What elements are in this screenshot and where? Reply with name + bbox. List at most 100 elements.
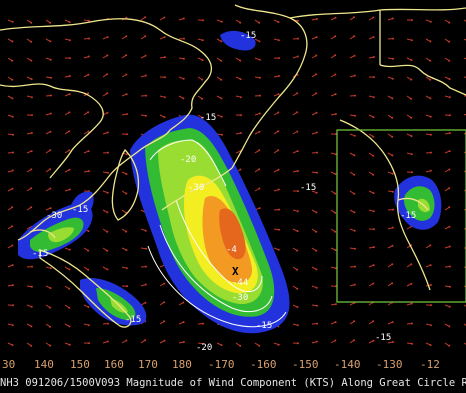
wind-arrow-head (30, 40, 33, 43)
wind-arrow-head (372, 56, 375, 58)
wind-jet-west (18, 191, 147, 326)
wind-arrow-head (220, 20, 223, 23)
wind-arrow-head (163, 56, 166, 59)
contour-label-16: -15 (200, 113, 216, 123)
wind-arrow-head (373, 76, 375, 79)
wind-arrow-head (315, 340, 318, 343)
wind-arrow-head (31, 114, 33, 117)
wind-arrow-head (107, 151, 109, 154)
wind-arrow-head (410, 135, 413, 138)
wind-arrow-head (353, 154, 356, 157)
wind-arrow-head (296, 324, 299, 327)
wind-arrow-head (144, 114, 147, 117)
wind-arrow-head (220, 40, 223, 43)
wind-arrow-head (391, 17, 394, 20)
wind-arrow-head (410, 39, 413, 42)
wind-arrow-head (30, 285, 33, 288)
wind-arrow-head (410, 59, 413, 62)
wind-arrow-head (373, 228, 375, 231)
wind-arrow-head (296, 249, 299, 252)
wind-arrow-head (448, 40, 451, 43)
wind-arrow-head (334, 192, 337, 195)
wind-arrow-head (372, 154, 375, 157)
wind-arrow-head (372, 96, 375, 99)
wind-arrow-head (315, 191, 318, 194)
wind-arrow-head (88, 342, 90, 345)
wind-arrow-head (11, 225, 14, 228)
wind-arrow-head (297, 19, 299, 22)
wind-arrow (463, 76, 466, 78)
wind-arrow-head (12, 151, 14, 154)
wind-arrow-head (278, 228, 280, 231)
wind-arrow-head (106, 191, 109, 194)
wind-arrow-head (183, 37, 185, 40)
wind-arrow-head (410, 78, 413, 81)
wind-arrow-head (239, 132, 242, 134)
wind-arrow-head (429, 115, 432, 118)
wind-arrow-head (202, 322, 204, 325)
wind-arrow-head (125, 339, 128, 342)
wind-arrow-head (106, 54, 109, 57)
wind-arrow-head (201, 78, 204, 81)
wind-arrow-head (277, 248, 280, 251)
contour-label-6: -15 (125, 315, 141, 325)
wind-arrow-head (296, 170, 299, 172)
longitude-label: 170 (138, 358, 158, 371)
wind-arrow-head (316, 322, 318, 325)
wind-arrow-head (430, 304, 432, 307)
wind-arrow-head (411, 19, 413, 22)
wind-arrow-head (353, 173, 356, 176)
wind-arrow-head (87, 170, 90, 173)
wind-arrow-head (296, 111, 299, 114)
wind-arrow-head (448, 305, 451, 308)
wind-arrow-head (449, 114, 451, 117)
wind-arrow-head (448, 344, 451, 347)
wind-arrow-head (353, 247, 356, 250)
wind-arrow-head (12, 304, 14, 307)
wind-arrow-head (239, 59, 242, 62)
wind-arrow-head (125, 16, 128, 19)
wind-arrow-head (220, 78, 223, 81)
wind-arrow-head (391, 282, 394, 285)
wind-arrow-head (392, 208, 394, 211)
wind-arrow-head (315, 230, 318, 233)
wind-arrow-head (354, 114, 356, 117)
wind-arrow-head (277, 168, 280, 171)
wind-arrow-head (12, 133, 14, 136)
wind-arrow-head (164, 76, 166, 79)
wind-arrow-head (87, 92, 90, 95)
wind-arrow-head (30, 78, 33, 81)
wind-arrow-head (239, 21, 242, 24)
wind-arrow-head (315, 73, 318, 76)
wind-arrow-head (448, 21, 451, 24)
wind-arrow-head (429, 284, 432, 286)
wind-arrow-head (125, 35, 128, 38)
wind-arrow-head (221, 133, 223, 136)
wind-arrow-head (353, 134, 356, 137)
wind-arrow-head (316, 151, 318, 154)
wind-arrow-head (410, 282, 413, 285)
wind-arrow-head (106, 249, 109, 252)
wind-arrow-head (125, 267, 128, 270)
wind-arrow-head (145, 265, 147, 268)
wind-arrow-head (258, 207, 261, 210)
wind-arrow-head (239, 78, 242, 81)
wind-arrow-head (220, 344, 223, 347)
wind-arrow-head (163, 116, 166, 119)
wind-arrow-head (239, 344, 242, 347)
wind-arrow-head (202, 342, 204, 345)
wind-arrow-head (106, 171, 109, 174)
wind-arrow-head (30, 168, 33, 171)
wind-arrow-head (49, 267, 52, 270)
wind-arrow-head (201, 116, 204, 119)
wind-arrow-head (68, 111, 71, 114)
wind-arrow-head (315, 249, 318, 252)
wind-arrow-head (315, 268, 318, 271)
wind-arrow-head (334, 173, 337, 176)
wind-arrow-head (334, 54, 337, 57)
wind-arrow-head (353, 192, 356, 195)
wind-arrow (463, 342, 466, 345)
wind-arrow-head (144, 74, 147, 77)
wind-arrow-head (239, 96, 242, 99)
wind-arrow-head (258, 187, 261, 190)
